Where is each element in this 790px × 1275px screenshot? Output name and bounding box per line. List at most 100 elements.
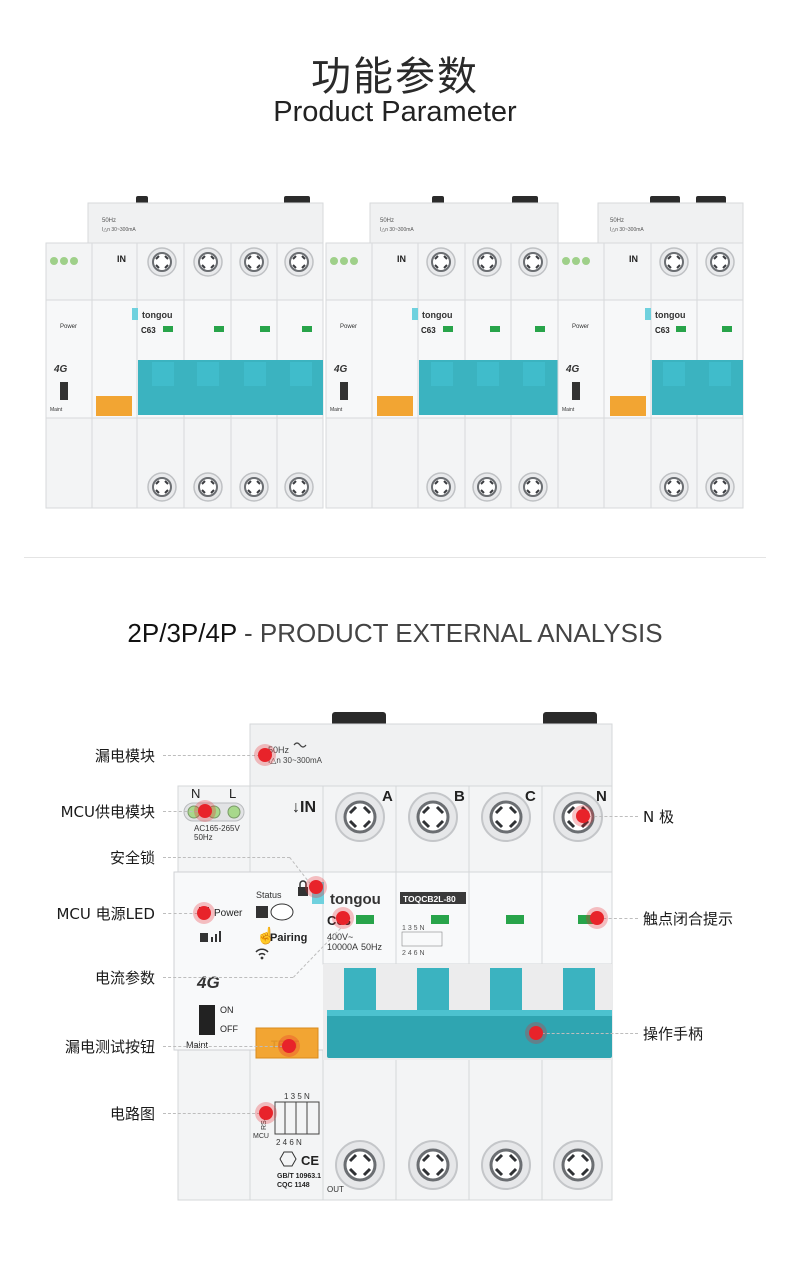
callout-leakage-test-button: 漏电测试按钮 — [64, 1038, 155, 1056]
ce-mark: CE — [301, 1153, 319, 1168]
status-label: Status — [256, 890, 282, 900]
thumb1-rating: C63 — [141, 326, 156, 335]
marker-circuit — [259, 1106, 273, 1120]
terminal-top-a — [334, 791, 386, 843]
thumb3-leak-freq: 50Hz — [610, 218, 624, 224]
product-lineup: 50Hz I△n 30~300mA IN tongou C63 Power 4G… — [45, 196, 744, 509]
phase-c-label: C — [525, 788, 536, 805]
phase-a-label: A — [382, 788, 393, 805]
thumb3-rating: C63 — [655, 326, 670, 335]
section-title-bold: 2P/3P/4P — [127, 618, 237, 648]
wifi-icon — [255, 948, 269, 960]
leakage-current-label: I△n 30~300mA — [268, 756, 323, 765]
callout-contact-indicator: 触点闭合提示 — [643, 910, 734, 928]
breaker-4p-detail: 50Hz I△n 30~300mA N L AC165-265V 50Hz IN… — [173, 712, 613, 1201]
top-pole-numbers: 1 3 5 N — [402, 925, 425, 932]
thumb2-in: IN — [397, 254, 406, 264]
svg-text:2 4 6 N: 2 4 6 N — [276, 1138, 302, 1147]
thumb1-maint: Maint — [50, 407, 63, 413]
marker-led — [197, 906, 211, 920]
terminal-top-b — [407, 791, 459, 843]
thumb2-maint: Maint — [330, 407, 343, 413]
marker-contact — [590, 911, 604, 925]
leakage-freq-label: 50Hz — [268, 745, 290, 755]
page-title-en: Product Parameter — [273, 96, 517, 128]
thumb2-brand: tongou — [422, 310, 453, 320]
leader-handle — [537, 1033, 638, 1034]
network-label: 4G — [196, 973, 220, 992]
hand-icon: ☝ — [256, 926, 276, 945]
freq-label: 50Hz — [361, 942, 383, 952]
leader-led — [163, 913, 203, 914]
thumb1-power: Power — [60, 324, 77, 330]
maint-label: Maint — [186, 1040, 209, 1050]
thumb2-leak-current: I△n 30~300mA — [380, 227, 414, 233]
phase-b-label: B — [454, 788, 465, 805]
breaker-3p-thumb: 50Hz I△n 30~300mA IN tongou C63 Power 4G… — [325, 196, 559, 509]
terminal-bottom-c — [480, 1139, 532, 1191]
leader-lock — [163, 857, 290, 858]
thumb3-brand: tongou — [655, 310, 686, 320]
breaker-2p-thumb: 50Hz I△n 30~300mA IN tongou C63 Power 4G… — [557, 196, 744, 509]
terminal-n-label: N — [191, 786, 200, 801]
callout-circuit-diagram: 电路图 — [109, 1105, 155, 1123]
thumb1-brand: tongou — [142, 310, 173, 320]
marker-test — [282, 1039, 296, 1053]
thumb3-in: IN — [629, 254, 638, 264]
callout-leakage-module: 漏电模块 — [94, 747, 155, 765]
off-label: OFF — [220, 1024, 238, 1034]
marker-leakage — [258, 748, 272, 762]
cqc-label: CQC 1148 — [277, 1182, 310, 1189]
leader-n-pole — [584, 816, 638, 817]
thumb1-in: IN — [117, 254, 126, 264]
thumb1-leak-freq: 50Hz — [102, 218, 116, 224]
pairing-label: Pairing — [270, 932, 307, 944]
terminal-bottom-b — [407, 1139, 459, 1191]
power-label: Power — [214, 908, 243, 919]
callout-mcu-power-led: MCU 电源LED — [56, 905, 155, 923]
voltage-label: 400V~ — [327, 932, 353, 942]
thumb3-net: 4G — [565, 364, 580, 375]
terminal-bottom-n — [552, 1139, 604, 1191]
thumb3-leak-current: I△n 30~300mA — [610, 227, 644, 233]
breaker-4p-thumb: 50Hz I△n 30~300mA IN tongou C63 Power 4G… — [45, 196, 324, 509]
thumb1-net: 4G — [53, 364, 68, 375]
thumb2-leak-freq: 50Hz — [380, 218, 394, 224]
phase-n-label: N — [596, 788, 607, 805]
standard-label: GB/T 10963.1 — [277, 1173, 321, 1180]
leader-circuit — [163, 1113, 265, 1114]
leader-leakage — [163, 755, 265, 756]
section-divider — [24, 557, 766, 558]
in-label: IN — [300, 799, 316, 816]
svg-text:1 3 5 N: 1 3 5 N — [284, 1092, 310, 1101]
terminal-l-label: L — [229, 786, 236, 801]
marker-handle — [529, 1026, 543, 1040]
page-title-cn: 功能参数 — [311, 54, 479, 100]
thumb2-rating: C63 — [421, 326, 436, 335]
marker-lock — [309, 880, 323, 894]
marker-mcu-power — [198, 804, 212, 818]
svg-text:MCU: MCU — [253, 1133, 269, 1140]
section-title: 2P/3P/4P - PRODUCT EXTERNAL ANALYSIS — [0, 618, 790, 649]
leader-mcu-power — [163, 811, 203, 812]
callout-n-pole: N 极 — [643, 808, 674, 826]
callout-mcu-power-module: MCU供电模块 — [60, 803, 155, 821]
supply-freq-label: 50Hz — [194, 833, 213, 842]
lock-icon — [298, 880, 308, 896]
supply-range-label: AC165-265V — [194, 824, 240, 833]
thumb1-leak-current: I△n 30~300mA — [102, 227, 136, 233]
on-label: ON — [220, 1005, 234, 1015]
thumb2-net: 4G — [333, 364, 348, 375]
terminal-top-c — [480, 791, 532, 843]
marker-n-pole — [576, 809, 590, 823]
leader-test — [163, 1046, 288, 1047]
callout-operating-handle: 操作手柄 — [643, 1025, 704, 1043]
thumb2-power: Power — [340, 324, 357, 330]
operating-handle[interactable] — [323, 964, 612, 1060]
leader-current — [163, 977, 293, 978]
marker-current — [336, 911, 350, 925]
brand-label: tongou — [330, 891, 381, 908]
svg-text:↓: ↓ — [292, 799, 300, 816]
breaking-label: 10000A — [327, 942, 358, 952]
leader-contact — [598, 918, 638, 919]
